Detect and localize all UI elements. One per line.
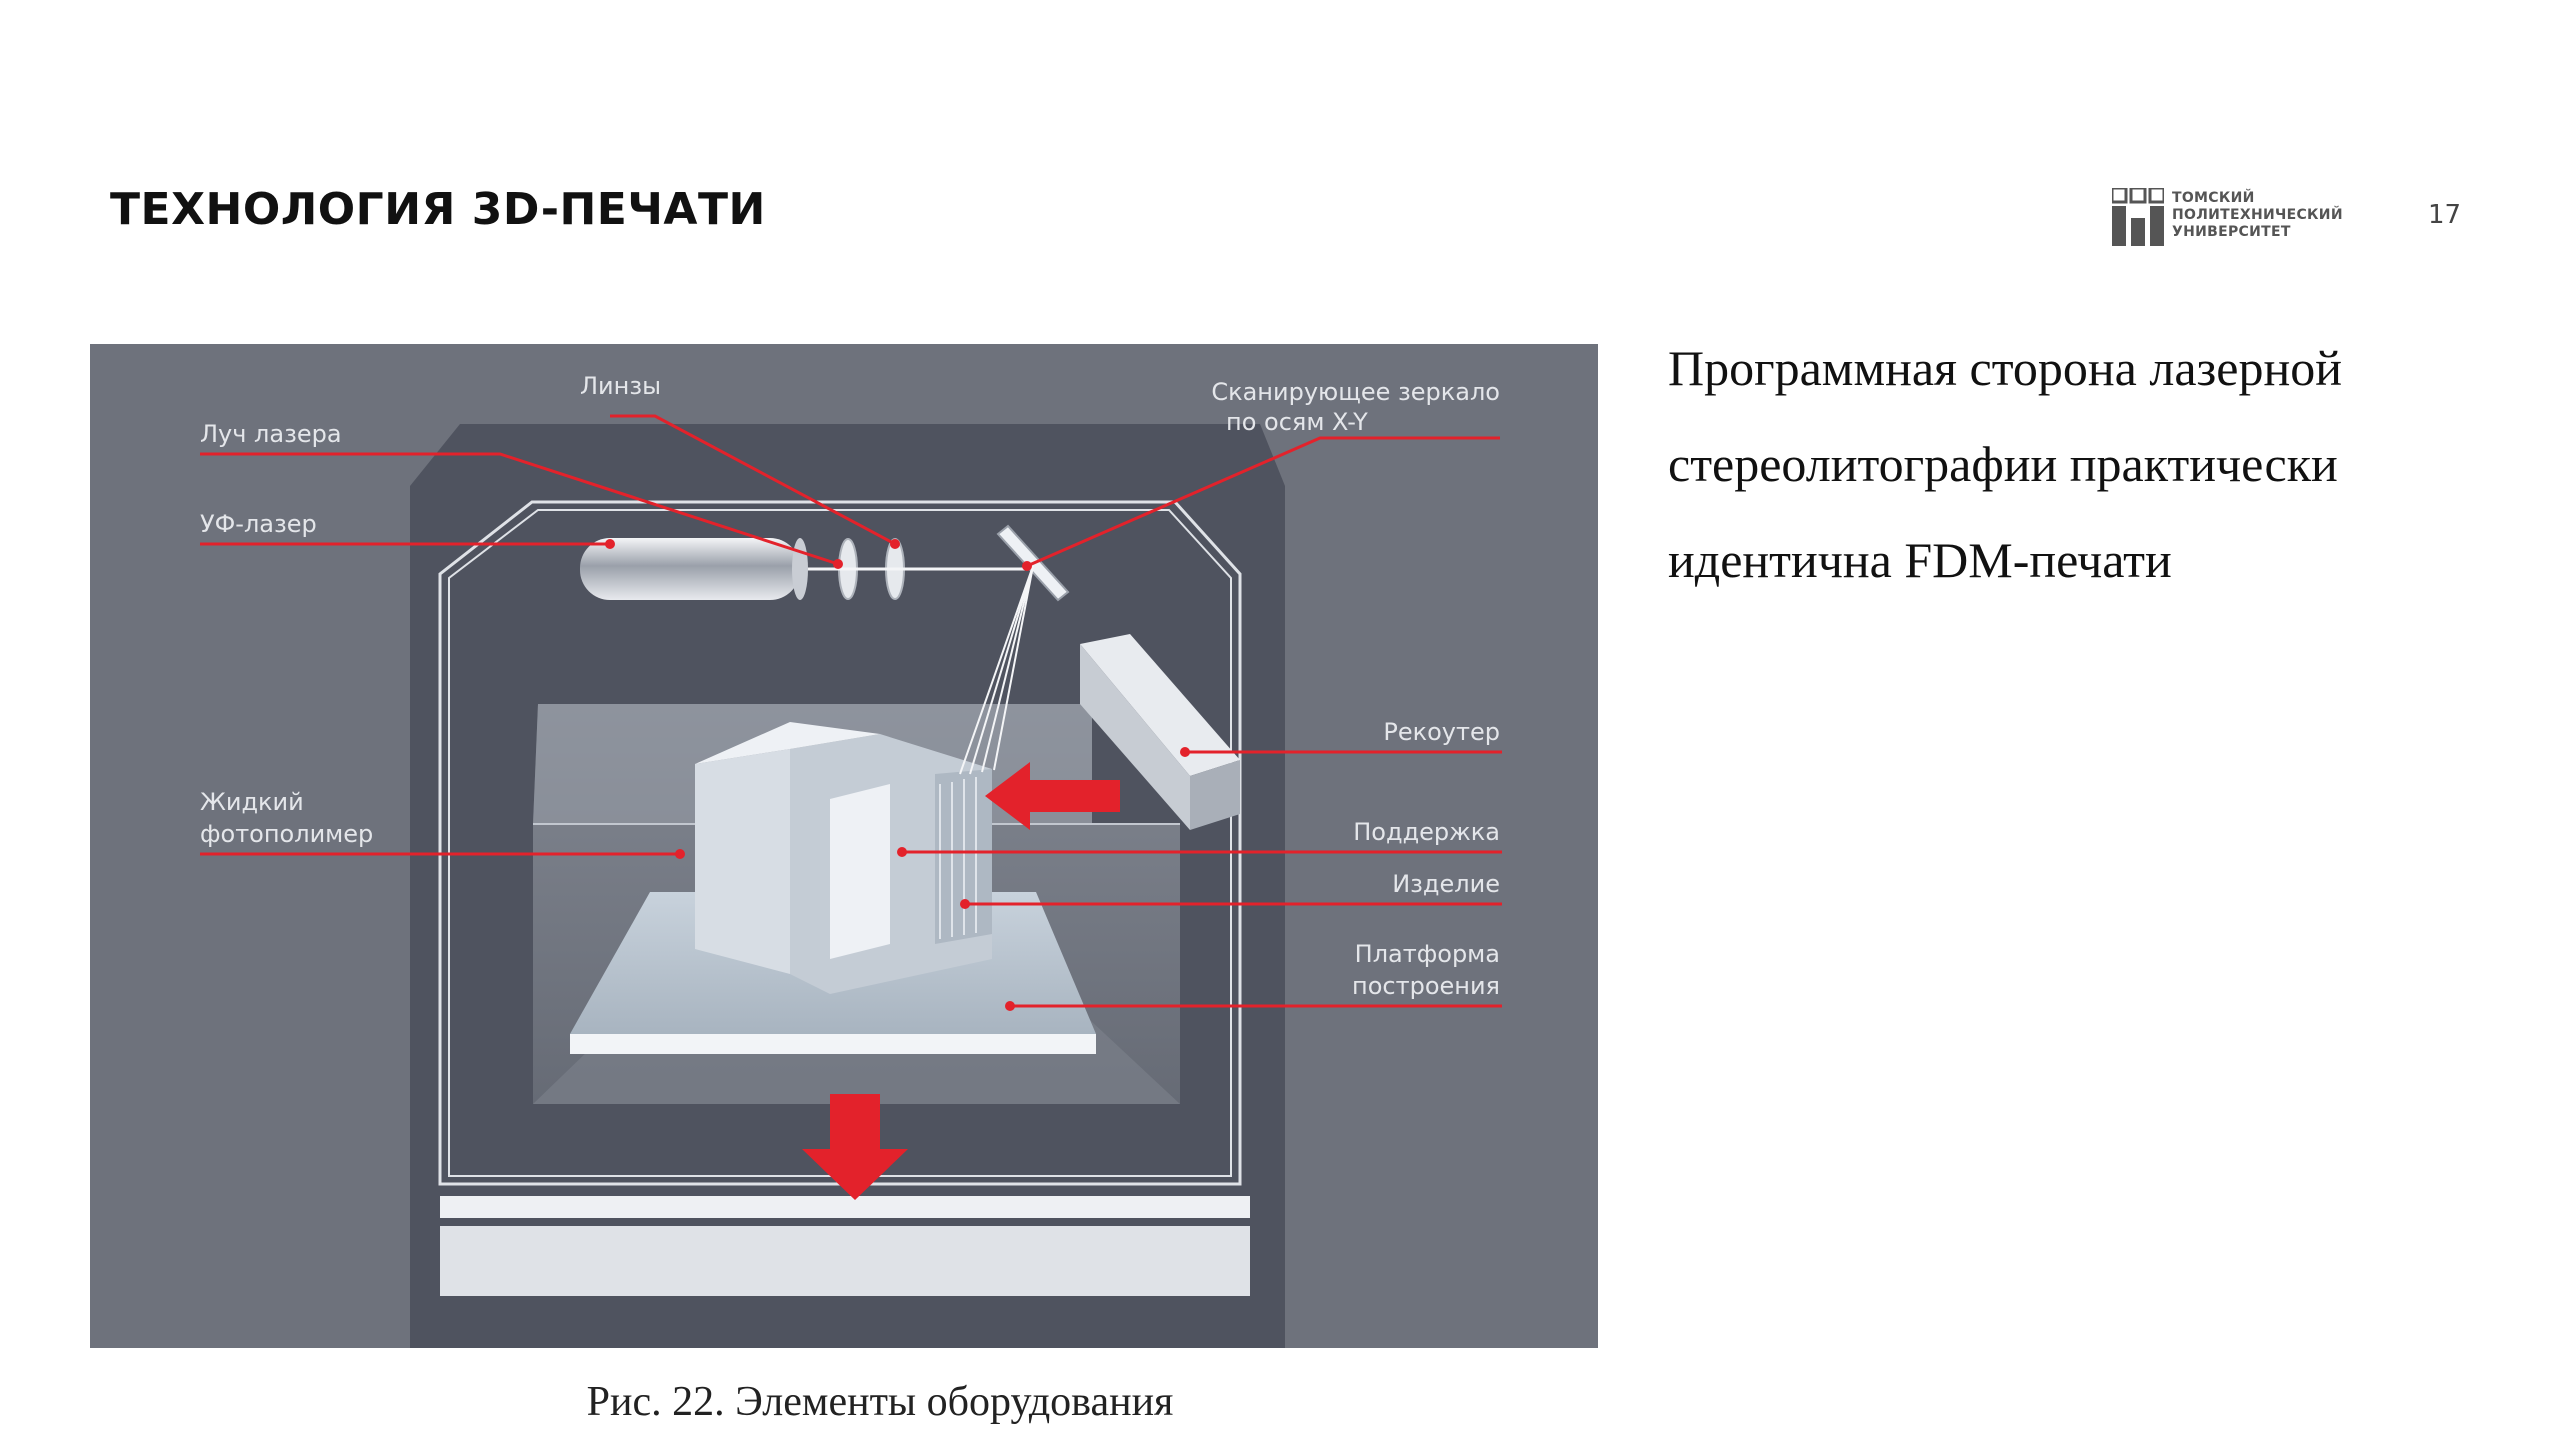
recoater-top: [1080, 634, 1240, 776]
logo-line: ПОЛИТЕХНИЧЕСКИЙ: [2172, 207, 2343, 223]
part-top: [695, 722, 880, 764]
uv-laser-unit: [580, 538, 800, 600]
recoater-direction-arrow: [985, 762, 1120, 830]
body-text-line: стереолитографии практически: [1668, 436, 2338, 492]
label-uv-laser: УФ-лазер: [200, 510, 317, 538]
callout-lines: [200, 414, 1502, 1008]
logo-line: УНИВЕРСИТЕТ: [2172, 224, 2291, 240]
slide-title: ТЕХНОЛОГИЯ 3D-ПЕЧАТИ: [110, 184, 766, 235]
recoater-side: [1080, 644, 1190, 830]
label-platform-line1: Платформа: [1355, 940, 1500, 968]
label-mirror-line1: Сканирующее зеркало: [1211, 378, 1500, 406]
figure-caption: Рис. 22. Элементы оборудования: [586, 1379, 1174, 1425]
sla-printer-illustration: Линзы Луч лазера УФ-лазер Сканирующее зе…: [90, 344, 1598, 1348]
label-part: Изделие: [1392, 870, 1500, 898]
build-platform-edge: [570, 1034, 1096, 1054]
uv-laser-head: [792, 538, 808, 600]
recoater-end: [1190, 760, 1240, 830]
part-left-wall: [695, 749, 790, 974]
chamber-frame-inner: [448, 509, 1232, 1177]
label-recoater: Рекоутер: [1383, 718, 1500, 746]
body-text-line: Программная сторона лазерной: [1668, 340, 2342, 396]
callout-dots: [605, 539, 1190, 1011]
label-platform-line2: построения: [1352, 972, 1500, 1000]
label-liquid-line2: фотополимер: [200, 820, 373, 848]
label-laser-beam: Луч лазера: [200, 420, 342, 448]
logo-line: ТОМСКИЙ: [2172, 190, 2255, 206]
university-logo: ТОМСКИЙ ПОЛИТЕХНИЧЕСКИЙ УНИВЕРСИТЕТ: [2110, 186, 2352, 250]
base-plate: [440, 1226, 1250, 1296]
part-inner-wall: [830, 784, 890, 959]
platform-direction-arrow: [802, 1094, 908, 1200]
body-text: Программная сторона лазерной стереолитог…: [1668, 320, 2488, 608]
equipment-diagram: Линзы Луч лазера УФ-лазер Сканирующее зе…: [90, 344, 1598, 1348]
label-lenses: Линзы: [580, 372, 661, 400]
body-text-line: идентична FDM-печати: [1668, 532, 2172, 588]
university-logo-icon: [2110, 186, 2166, 246]
page-number: 17: [2428, 200, 2462, 230]
label-mirror-line2: по осям X-Y: [1226, 408, 1368, 436]
base-strip: [440, 1196, 1250, 1218]
label-support: Поддержка: [1353, 818, 1500, 846]
label-liquid-line1: Жидкий: [200, 788, 304, 816]
